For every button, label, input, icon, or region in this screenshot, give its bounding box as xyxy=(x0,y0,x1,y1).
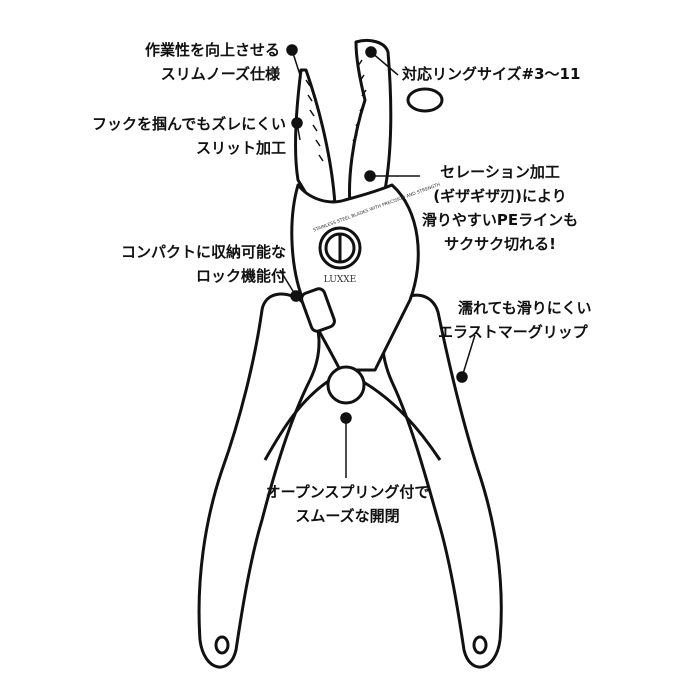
left-handle xyxy=(197,292,321,669)
spring-hub xyxy=(326,365,366,405)
callout-slim-nose: 作業性を向上させる スリムノーズ仕様 xyxy=(144,41,280,83)
callout-serration: セレーション加工 (ギザギザ刃)により 滑りやすいPEラインも サクサク切れる! xyxy=(421,163,579,253)
right-handle xyxy=(381,293,503,669)
lock-lever xyxy=(300,287,336,333)
left-jaw xyxy=(293,68,337,207)
callout-slit: フックを掴んでもズレにくい スリット加工 xyxy=(92,115,286,157)
callout-grip: 濡れても滑りにくい エラストマーグリップ xyxy=(438,299,592,341)
callout-spring: オープンスプリング付で スムーズな開閉 xyxy=(265,483,430,525)
callout-ring-size: 対応リングサイズ#3～11 xyxy=(402,65,581,83)
split-ring-icon xyxy=(406,87,444,113)
callout-lock: コンパクトに収納可能な ロック機能付 xyxy=(120,243,286,285)
engraving-brand: LUXXE xyxy=(324,275,356,285)
open-spring xyxy=(263,378,442,461)
